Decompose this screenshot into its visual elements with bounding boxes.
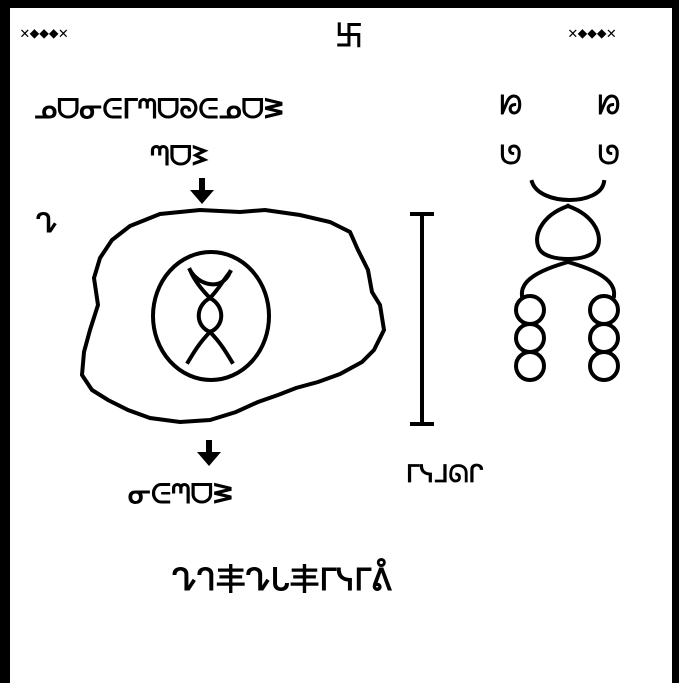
top-label-line2: ᘉᗜᕒ	[150, 141, 209, 172]
chromosome-pair	[516, 182, 618, 380]
status-right-indicator: ✕◆◆◆✕	[568, 23, 616, 42]
status-center-glyph: 卐	[335, 19, 363, 52]
nucleus-chromosome	[188, 270, 232, 362]
chromosome-label-3: ᘎ	[500, 141, 522, 171]
top-label-line1: ᓄᗜᓂᕮᒥᘉᗜᘐᕮᓄᗜᕒ	[34, 94, 284, 125]
scale-bar	[410, 212, 434, 426]
bottom-label: ᓂᕮᘉᗜᕒ	[128, 479, 233, 510]
cell-nucleus	[153, 252, 269, 380]
caption-text: ᖊᒉ丰ᖊᒐ丰ᒥᓭᒥᕔ	[172, 558, 393, 598]
chromosome-label-4: ᘎ	[598, 141, 620, 171]
cell-marker-glyph: ᖊ	[36, 209, 58, 239]
cell-membrane	[82, 210, 384, 422]
arrow-down-top	[190, 178, 214, 204]
chromosome-label-1: ᘗ	[500, 91, 522, 121]
scale-label: ᒥᓭᒧᘏᒋ	[406, 460, 483, 488]
arrow-down-bottom	[197, 440, 221, 466]
status-left-indicator: ✕◆◆◆✕	[20, 23, 68, 42]
chromosome-label-2: ᘗ	[598, 91, 620, 121]
